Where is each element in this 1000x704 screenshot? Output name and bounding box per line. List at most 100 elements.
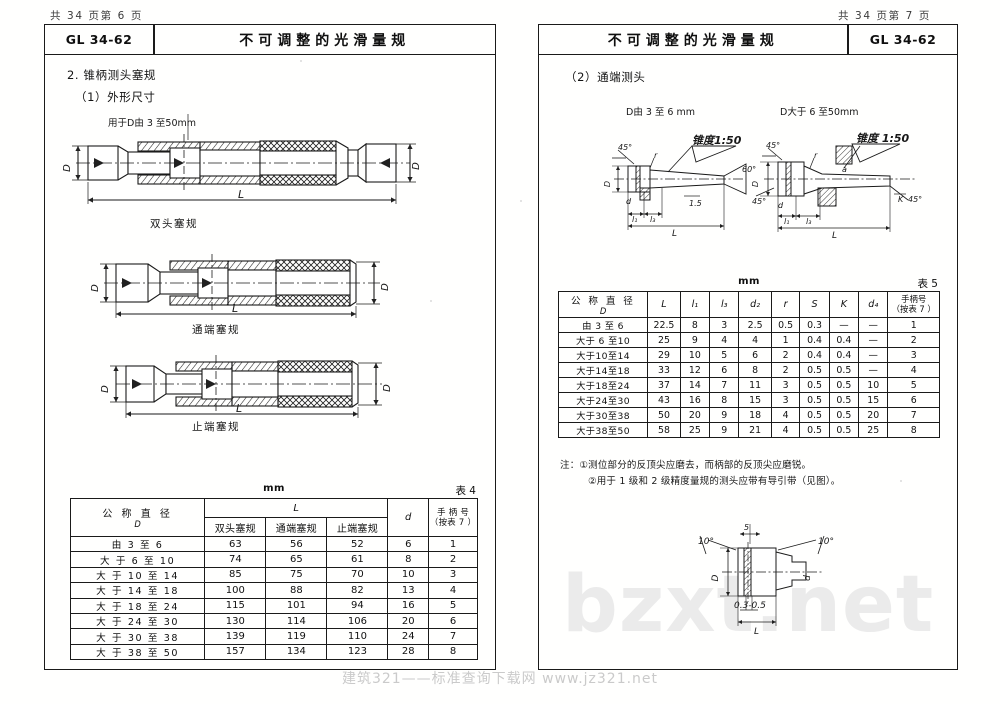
table4-cell: 65 (265, 551, 328, 568)
scan-speck (430, 300, 432, 302)
table4-cell: 157 (204, 643, 267, 661)
table5-cell: 0.4 (828, 347, 860, 363)
figure-double-end-plug-gauge: D D L (62, 114, 422, 204)
table5-cell: 0.5 (828, 407, 860, 423)
table5-number: 表 5 (917, 278, 938, 290)
svg-text:d: d (803, 575, 813, 581)
table4-cell: 75 (265, 566, 328, 584)
table4-cell: 139 (204, 628, 267, 645)
table5-cell: — (858, 332, 889, 348)
svg-text:10°: 10° (818, 537, 834, 547)
right-page-frame: 不可调整的光滑量规 GL 34-62 （2）通端测头 (538, 24, 958, 670)
svg-text:l₁: l₁ (632, 215, 637, 224)
svg-text:r: r (654, 151, 658, 160)
table4-cell: 82 (326, 582, 389, 599)
table5-unit: mm (738, 276, 760, 287)
table4-cell: 8 (387, 551, 430, 568)
subsection-heading: （1）外形尺寸 (75, 90, 156, 104)
table5-cell: 0.4 (799, 332, 830, 348)
table5-cell: 大于 6 至10 (557, 332, 649, 348)
table5-cell: 4 (887, 362, 940, 378)
svg-text:L: L (236, 402, 242, 415)
table4-cell: 20 (387, 612, 430, 630)
svg-text:D: D (711, 574, 721, 581)
table5-cell: — (858, 347, 889, 363)
table4-cell: 大 于 18 至 24 (69, 597, 206, 614)
table5-cell: 大于14至18 (557, 362, 649, 378)
table5-cell: 0.3 (799, 317, 830, 333)
svg-text:L: L (232, 302, 238, 315)
table4-cell: 大 于 38 至 50 (69, 643, 206, 661)
table5-cell: 1 (887, 317, 940, 333)
table5-cell: 4 (738, 332, 772, 348)
table4-cell: 由 3 至 6 (69, 535, 206, 553)
left-standard-code: GL 34-62 (65, 32, 133, 47)
table5-cell: 25 (679, 422, 711, 438)
left-page-number: 共 34 页第 6 页 (50, 10, 143, 22)
table5-cell: 4 (770, 407, 801, 423)
table4-cell: 大 于 24 至 30 (69, 612, 206, 630)
table4-caption-row: mm 表 4 (70, 483, 478, 498)
table4-header-go: 通端塞规 (265, 517, 328, 537)
table4-cell: 1 (428, 535, 478, 553)
table5-cell: 0.5 (828, 392, 860, 408)
table5-cell: — (858, 317, 889, 333)
left-page-frame: GL 34-62 不可调整的光滑量规 2. 锥柄测头塞规 （1）外形尺寸 (44, 24, 496, 670)
table5-header-row: 公 称 直 径 D L l₁ l₃ d₂ r S K d₄ 手柄号 （按 (557, 291, 940, 318)
svg-text:l₃: l₃ (650, 215, 655, 224)
right-figure1-title: D由 3 至 6 mm (626, 107, 695, 118)
table5-cell: 2 (887, 332, 940, 348)
table5-cell: 由 3 至 6 (557, 317, 649, 333)
table5-cell: — (858, 362, 889, 378)
svg-text:D: D (90, 284, 101, 292)
table5-cell: 43 (647, 392, 681, 408)
table5-cell: 3 (770, 392, 801, 408)
table5-cell: 0.5 (770, 317, 801, 333)
table5-cell: 5 (887, 377, 940, 393)
table4-cell: 123 (326, 643, 389, 661)
table4-cell: 7 (428, 628, 478, 645)
table5-cell: 4 (709, 332, 740, 348)
figure1-note: 用于D由 3 至50mm (108, 118, 196, 129)
table4-cell: 101 (265, 597, 328, 614)
table5-cell: 25 (647, 332, 681, 348)
table4-cell: 110 (326, 628, 389, 645)
table4-cell: 8 (428, 643, 478, 661)
svg-text:d: d (626, 197, 632, 206)
table4-number: 表 4 (455, 485, 476, 497)
right-standard-title: 不可调整的光滑量规 (607, 32, 779, 49)
table5-cell: 7 (709, 377, 740, 393)
table5-cell: 15 (738, 392, 772, 408)
table5-cell: 5 (709, 347, 740, 363)
table4-cell: 63 (204, 535, 267, 553)
header-divider-right (847, 25, 849, 54)
table5-cell: 8 (679, 317, 711, 333)
svg-text:D: D (411, 162, 422, 170)
svg-text:D: D (603, 181, 612, 187)
table5-header-l3: l₃ (709, 291, 740, 318)
table5-cell: 8 (887, 422, 940, 438)
table5-header-K: K (828, 291, 860, 318)
table5-cell: 12 (679, 362, 711, 378)
right-page-header: 不可调整的光滑量规 GL 34-62 (539, 25, 957, 55)
svg-text:45°: 45° (752, 197, 766, 206)
table4-header-handle: 手 柄 号 （按表 7 ） (428, 498, 478, 537)
table5-cell: 0.4 (828, 332, 860, 348)
table4-header-diameter: 公 称 直 径 D (69, 498, 206, 537)
table5-cell: 大于30至38 (557, 407, 649, 423)
table4-header-double: 双头塞规 (204, 517, 267, 537)
svg-text:L: L (238, 188, 244, 201)
svg-text:a: a (842, 165, 847, 174)
svg-text:l₁: l₁ (784, 217, 789, 226)
table5-cell: 0.5 (799, 392, 830, 408)
table5-cell: 50 (647, 407, 681, 423)
scan-speck (300, 60, 302, 62)
table5-cell: 9 (709, 422, 740, 438)
